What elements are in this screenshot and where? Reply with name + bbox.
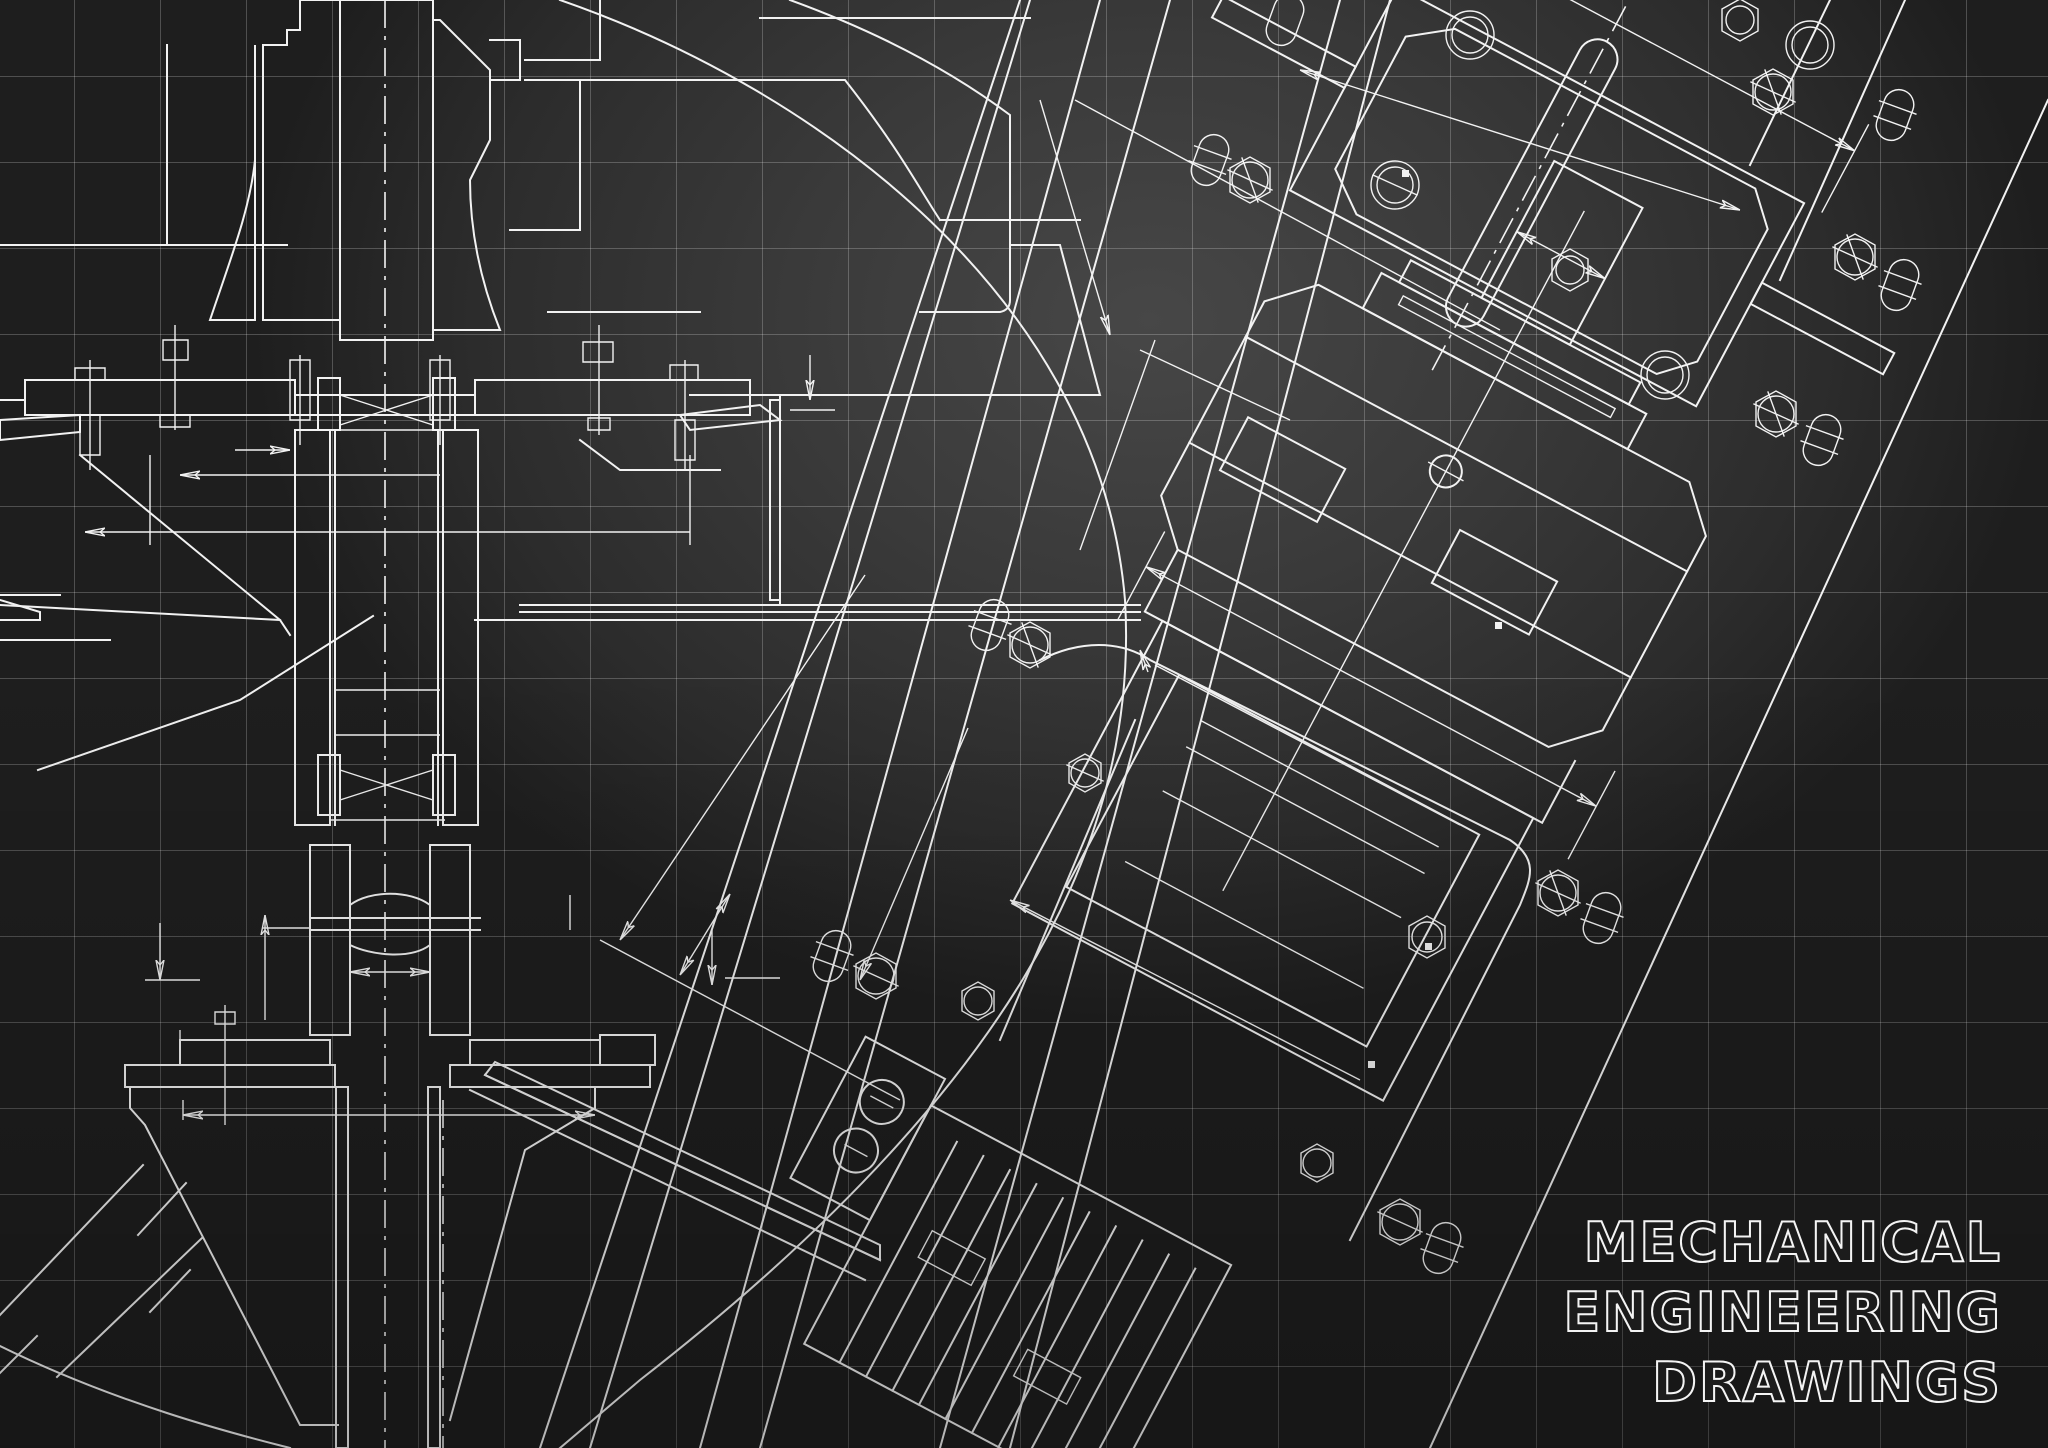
cooling-fins bbox=[725, 1037, 1246, 1448]
motor-assembly bbox=[959, 72, 1854, 1124]
title-line-2: ENGINEERING bbox=[1562, 1280, 2002, 1345]
dimension-lines bbox=[600, 70, 1740, 1100]
diagonal-shaft bbox=[470, 1062, 880, 1280]
title-line-3: DRAWINGS bbox=[1651, 1350, 2002, 1415]
point-markers bbox=[1368, 170, 1502, 1068]
slotted-holes bbox=[804, 0, 1927, 1279]
title-line-1: MECHANICAL bbox=[1583, 1210, 2002, 1275]
diagonal-rails bbox=[540, 0, 2048, 1448]
bolt-heads bbox=[854, 0, 1877, 1245]
motor-frame bbox=[1040, 645, 1530, 1240]
shaft-assembly bbox=[0, 0, 1140, 1448]
title-block: MECHANICAL ENGINEERING DRAWINGS bbox=[1562, 1208, 2002, 1418]
